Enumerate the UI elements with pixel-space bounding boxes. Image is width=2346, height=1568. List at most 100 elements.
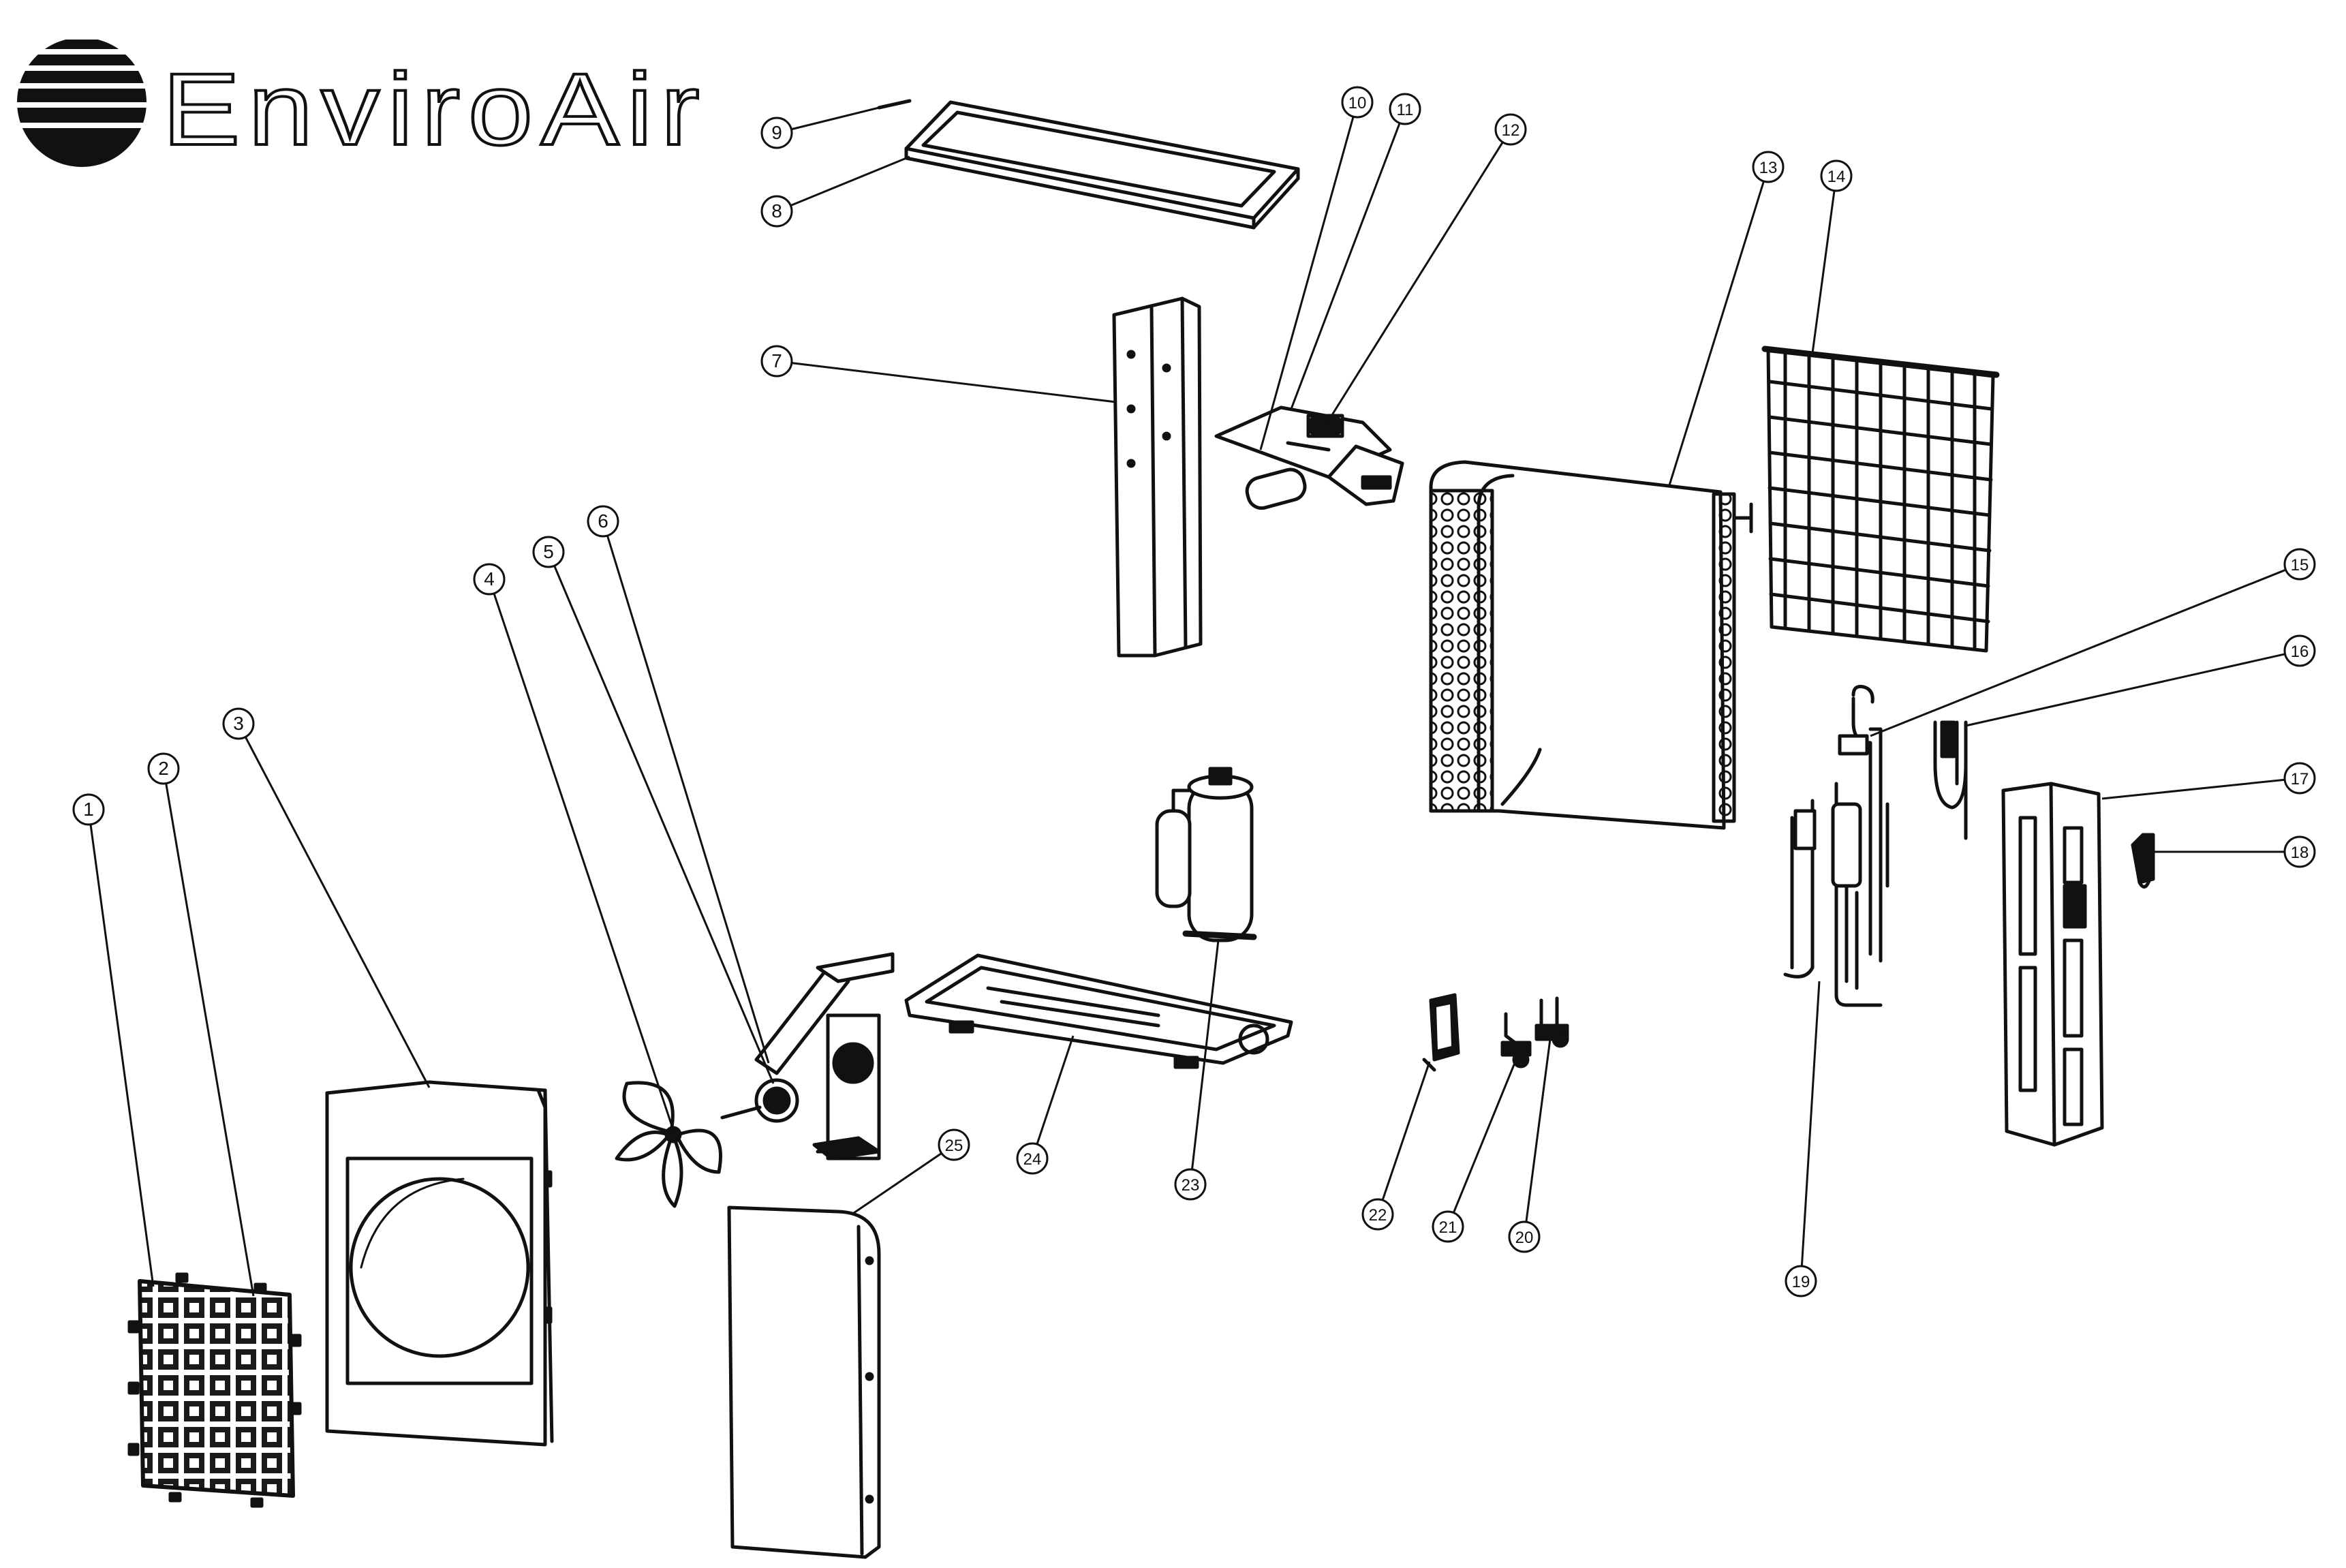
fan-blade-part: [615, 1081, 722, 1208]
callout-number: 15: [2291, 556, 2309, 574]
callout-leader-line: [165, 783, 255, 1297]
condenser-coil-part: [1429, 460, 1753, 830]
gas-valve-part: [1534, 996, 1569, 1048]
callout-leader-line: [791, 362, 1117, 403]
callout-fan-blade: 4: [473, 563, 675, 1131]
callout-left-side-panel: 25: [851, 1128, 970, 1216]
callout-leader-line: [89, 824, 155, 1287]
callout-circle: [1016, 1142, 1049, 1175]
callout-circle: [2283, 548, 2316, 581]
callout-leader-line: [1811, 190, 1836, 354]
callout-number: 13: [1759, 159, 1778, 177]
callout-circle: [2283, 634, 2316, 667]
callout-circle: [1361, 1198, 1394, 1231]
callout-grille: 1: [72, 793, 155, 1287]
striped-sphere-logo-icon: [17, 37, 146, 167]
top-cover-rod-part: [877, 99, 912, 110]
callout-number: 12: [1502, 121, 1520, 140]
callout-four-way-valve-assembly: 19: [1785, 981, 1821, 1297]
callout-capillary-tube: 16: [1965, 634, 2316, 727]
callout-leader-line: [1191, 940, 1220, 1170]
brand-wordmark: EnviroAir: [162, 52, 707, 166]
callout-circle: [1752, 151, 1785, 183]
callout-fan-motor: 5: [532, 536, 775, 1084]
brand-logo: EnviroAir: [17, 37, 707, 168]
callout-number: 17: [2291, 770, 2309, 788]
callout-motor-bracket: 6: [587, 505, 770, 1064]
valve-cover-part: [2131, 833, 2155, 889]
callout-circle: [473, 563, 506, 596]
callout-number: 5: [543, 541, 554, 562]
callout-leader-line: [553, 565, 775, 1084]
callout-number: 14: [1827, 168, 1846, 186]
callout-leader-line: [1381, 1061, 1431, 1201]
callout-circle: [760, 345, 793, 378]
callout-number: 16: [2291, 643, 2309, 661]
callout-number: 21: [1439, 1218, 1457, 1237]
callout-leader-line: [1259, 116, 1355, 450]
callout-top-cover: 8: [760, 155, 910, 228]
callout-number: 7: [771, 350, 782, 371]
grille-part: [127, 1272, 302, 1508]
callout-base-pan: 24: [1016, 1035, 1075, 1175]
callout-leader-line: [790, 155, 910, 207]
callout-gas-valve: 20: [1508, 1039, 1552, 1253]
callout-condenser-coil: 13: [1668, 151, 1785, 486]
callout-number: 22: [1369, 1206, 1387, 1225]
callout-rear-guard-grid: 14: [1811, 159, 1853, 354]
fan-motor-part: [720, 1078, 799, 1123]
callout-capacitor: 10: [1259, 86, 1374, 450]
callout-circle: [760, 195, 793, 228]
compressor-part: [1155, 767, 1257, 942]
callout-circle: [1508, 1220, 1541, 1253]
top-cover-part: [904, 100, 1300, 230]
callout-leader-line: [493, 593, 675, 1131]
callout-number: 8: [771, 200, 782, 221]
callout-valve-cover: 18: [2153, 835, 2316, 868]
callout-circle: [1820, 159, 1853, 192]
callout-circle: [1494, 113, 1527, 146]
callout-partition-panel: 7: [760, 345, 1117, 403]
callout-right-side-panel: 17: [2101, 762, 2316, 800]
callout-number: 23: [1182, 1176, 1200, 1195]
callout-circle: [2283, 835, 2316, 868]
callout-number: 19: [1792, 1273, 1810, 1291]
callout-circle: [72, 793, 105, 826]
callout-number: 24: [1023, 1150, 1042, 1169]
callout-circle: [222, 707, 255, 740]
callout-circle: [2283, 762, 2316, 795]
callout-number: 11: [1397, 101, 1414, 119]
callout-top-cover-rod: 9: [760, 106, 880, 149]
callout-leader-line: [1668, 181, 1765, 486]
callout-number: 10: [1348, 94, 1367, 112]
callout-electric-box: 11: [1290, 93, 1421, 410]
callout-circle: [532, 536, 565, 568]
callout-leader-line: [1290, 123, 1401, 410]
callout-front-panel: 3: [222, 707, 431, 1088]
callout-number: 4: [484, 568, 495, 589]
callout-circle: [1785, 1265, 1817, 1297]
callout-leader-line: [2101, 778, 2285, 800]
callout-circle: [1432, 1210, 1464, 1243]
callout-leader-line: [244, 736, 431, 1088]
base-pan-part: [904, 953, 1293, 1069]
electric-box-part: [1214, 405, 1404, 510]
callout-leader-line: [606, 535, 770, 1064]
callout-leader-line: [1452, 1059, 1517, 1214]
callout-leader-line: [1800, 981, 1821, 1267]
callout-number: 3: [233, 713, 244, 734]
callout-leader-line: [1036, 1035, 1075, 1145]
rear-guard-grid-part: [1761, 345, 2000, 653]
capillary-tube-part: [1933, 720, 1968, 840]
four-way-valve-assembly-part: [1783, 685, 1889, 1007]
callout-terminal-board: 12: [1326, 113, 1527, 423]
callout-compressor: 23: [1174, 940, 1220, 1201]
callout-number: 25: [945, 1137, 963, 1155]
callout-number: 20: [1515, 1229, 1534, 1247]
callout-circle: [760, 117, 793, 149]
callout-circle: [1174, 1168, 1207, 1201]
front-panel-part: [325, 1080, 554, 1447]
left-side-panel-part: [727, 1205, 881, 1559]
callout-leader-line: [1525, 1039, 1552, 1223]
